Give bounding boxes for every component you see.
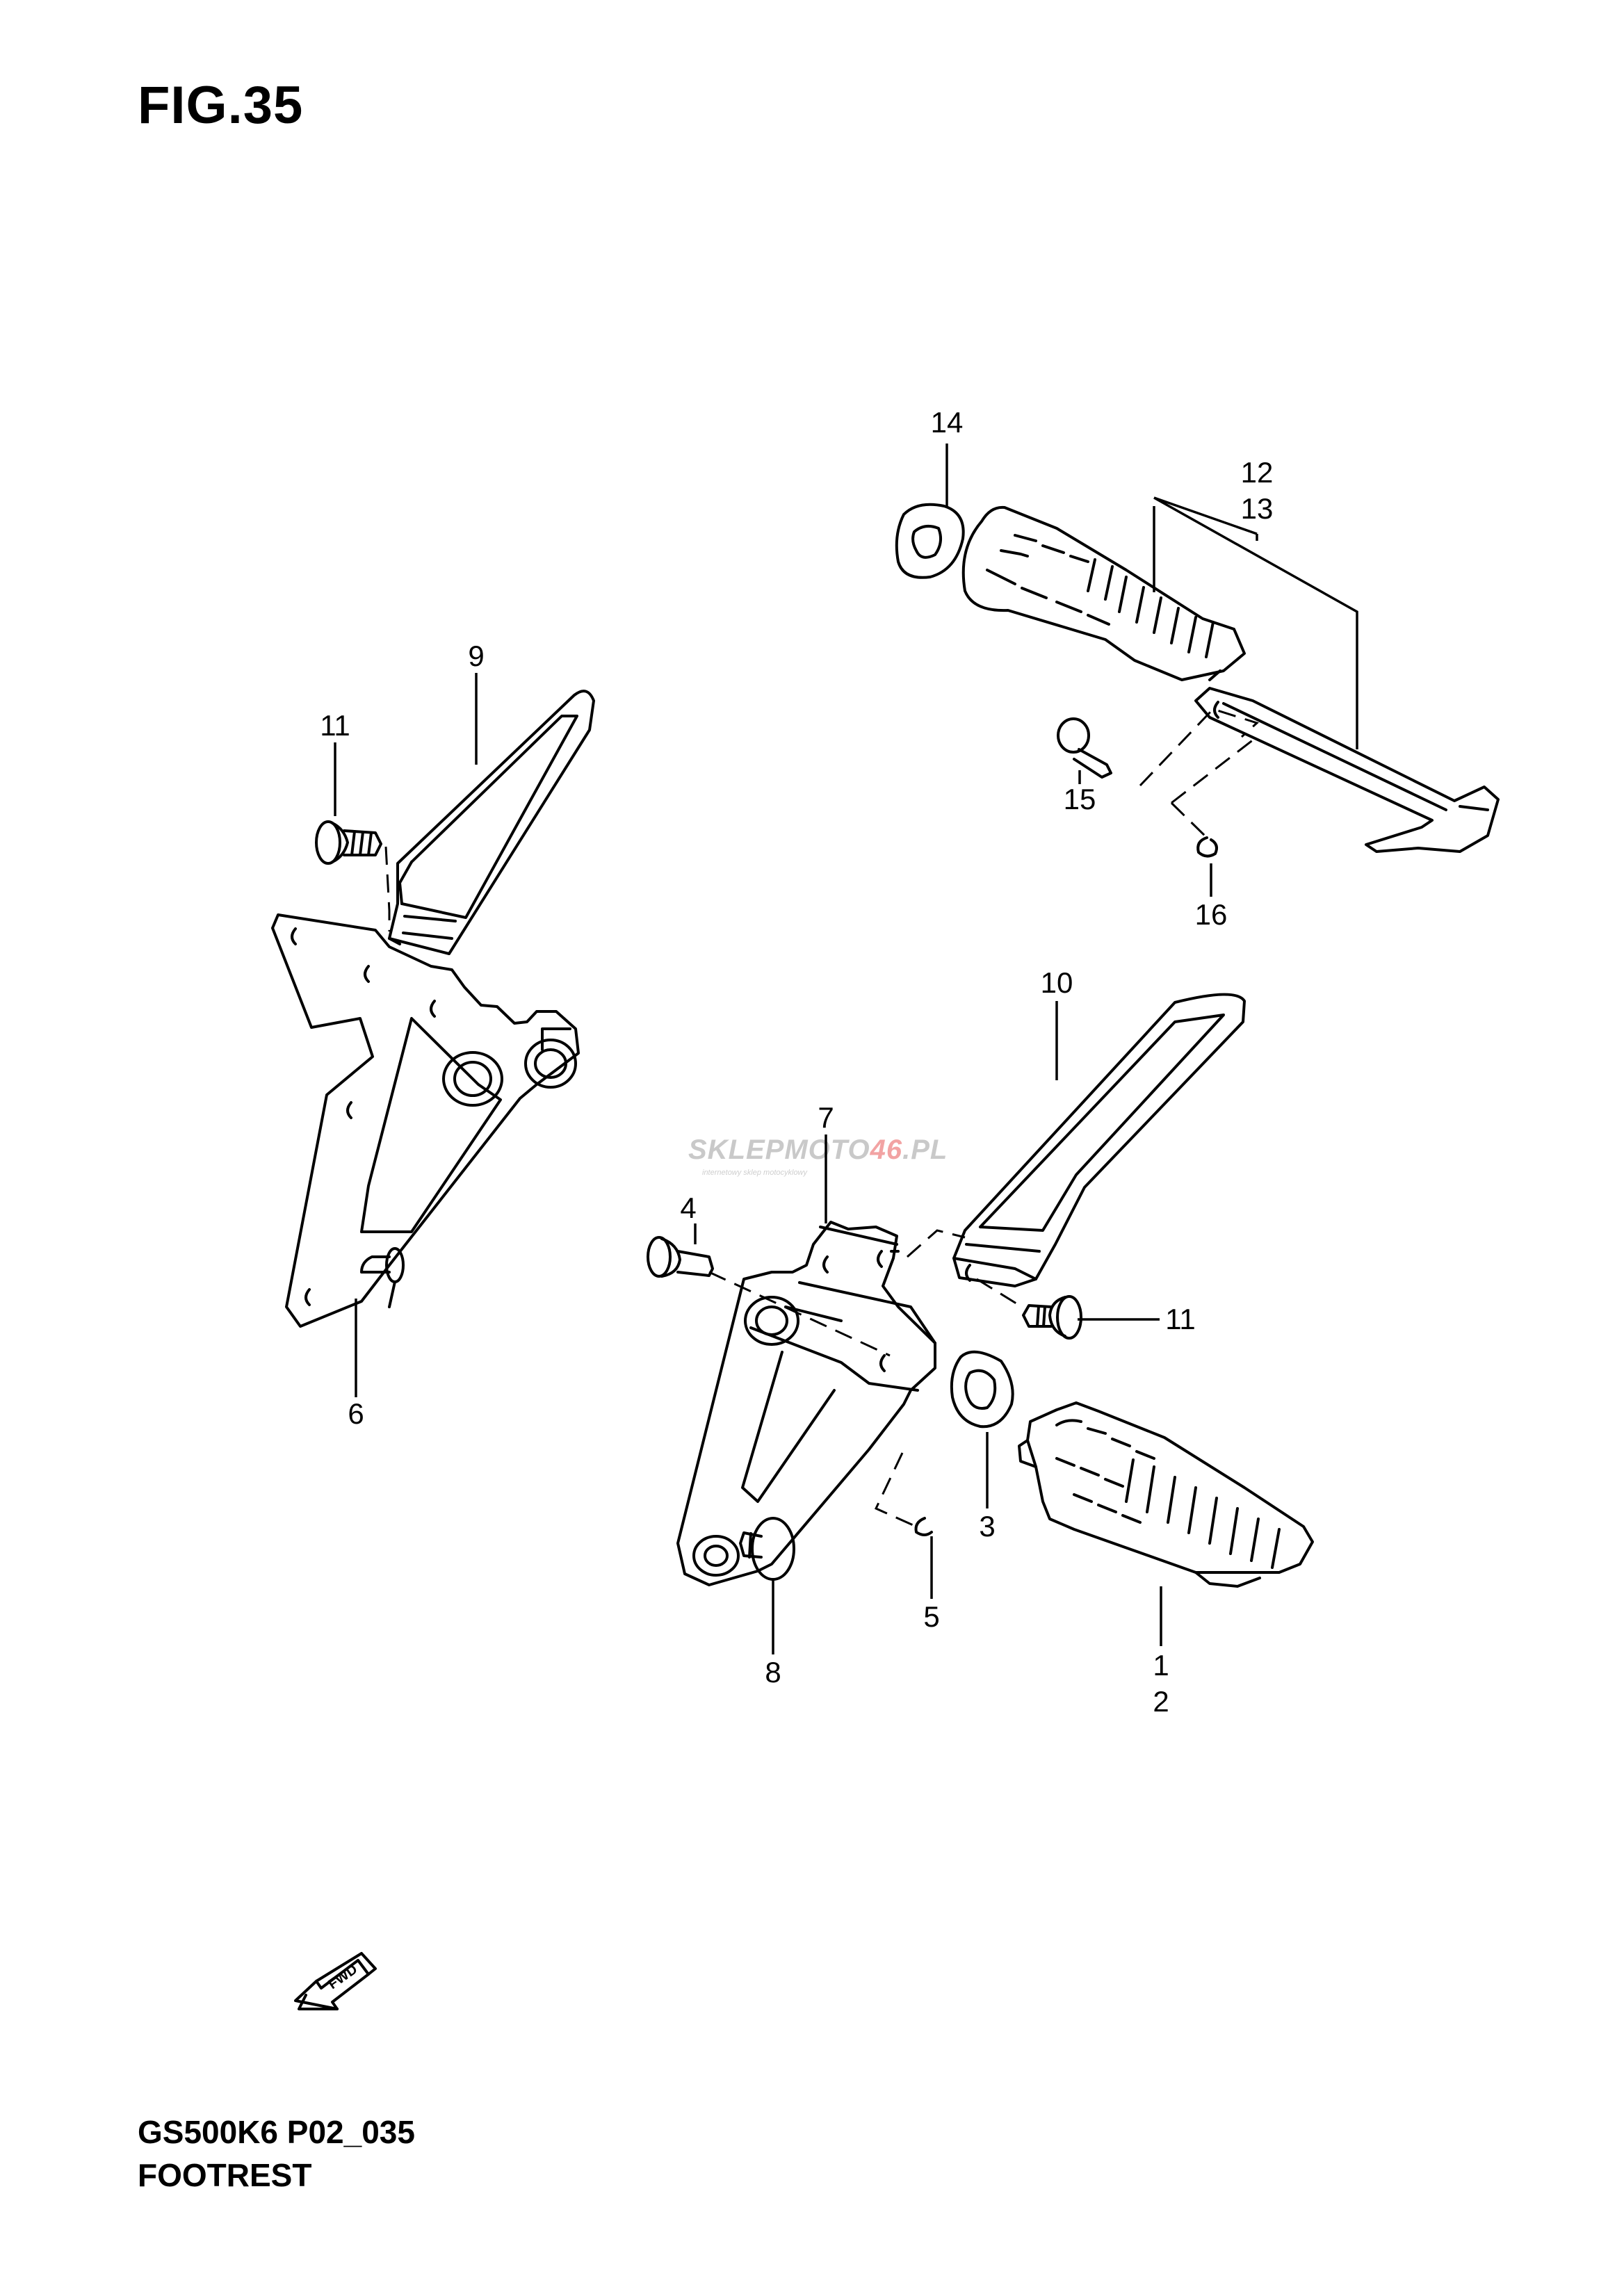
callout-15: 15 xyxy=(1064,783,1096,815)
left-footrest-bracket xyxy=(271,913,580,1328)
callout-2: 2 xyxy=(1153,1685,1169,1718)
callout-8: 8 xyxy=(765,1656,781,1689)
callout-4: 4 xyxy=(680,1191,696,1224)
callout-1: 1 xyxy=(1153,1649,1169,1682)
callouts: 14 12 13 9 11 15 16 10 7 4 11 6 3 5 8 1 … xyxy=(320,406,1273,1718)
upper-peg-arm xyxy=(1194,687,1500,853)
watermark-subtext: internetowy sklep motocyklowy xyxy=(702,1169,809,1177)
left-heel-guard xyxy=(388,690,595,955)
lower-footrest-peg xyxy=(1018,1401,1314,1588)
callout-9: 9 xyxy=(468,640,484,672)
callout-6: 6 xyxy=(348,1397,364,1430)
callout-5: 5 xyxy=(923,1600,939,1633)
upper-footrest-peg xyxy=(961,505,1246,681)
bracket-bolt-4 xyxy=(647,1236,714,1278)
right-guard-bolt xyxy=(1022,1295,1082,1340)
callout-16: 16 xyxy=(1195,898,1228,931)
callout-11-left: 11 xyxy=(320,709,350,742)
callout-14: 14 xyxy=(931,406,964,439)
right-heel-guard xyxy=(952,993,1246,1287)
right-footrest-bracket xyxy=(676,1221,936,1586)
left-bracket-bolt xyxy=(315,820,382,865)
clip-5 xyxy=(914,1517,933,1536)
fwd-arrow-icon xyxy=(294,1952,377,2010)
callout-3: 3 xyxy=(979,1510,995,1543)
assembly-lines xyxy=(384,708,1259,1528)
callout-11-right: 11 xyxy=(1165,1303,1196,1335)
peg-clip-16 xyxy=(1196,836,1218,858)
washer-3 xyxy=(950,1350,1014,1429)
callout-12: 12 xyxy=(1241,456,1274,489)
washer-14 xyxy=(895,503,965,579)
callout-13: 13 xyxy=(1241,492,1274,525)
figure-title: FIG.35 xyxy=(138,76,304,135)
model-code: GS500K6 P02_035 xyxy=(138,2114,415,2150)
watermark-logo: SKLEPMOTO46.PL xyxy=(688,1134,948,1165)
peg-pin-15 xyxy=(1057,717,1112,779)
section-name: FOOTREST xyxy=(138,2157,312,2193)
callout-10: 10 xyxy=(1041,966,1073,999)
callout-7: 7 xyxy=(818,1101,834,1134)
leader-lines xyxy=(334,444,1358,1654)
